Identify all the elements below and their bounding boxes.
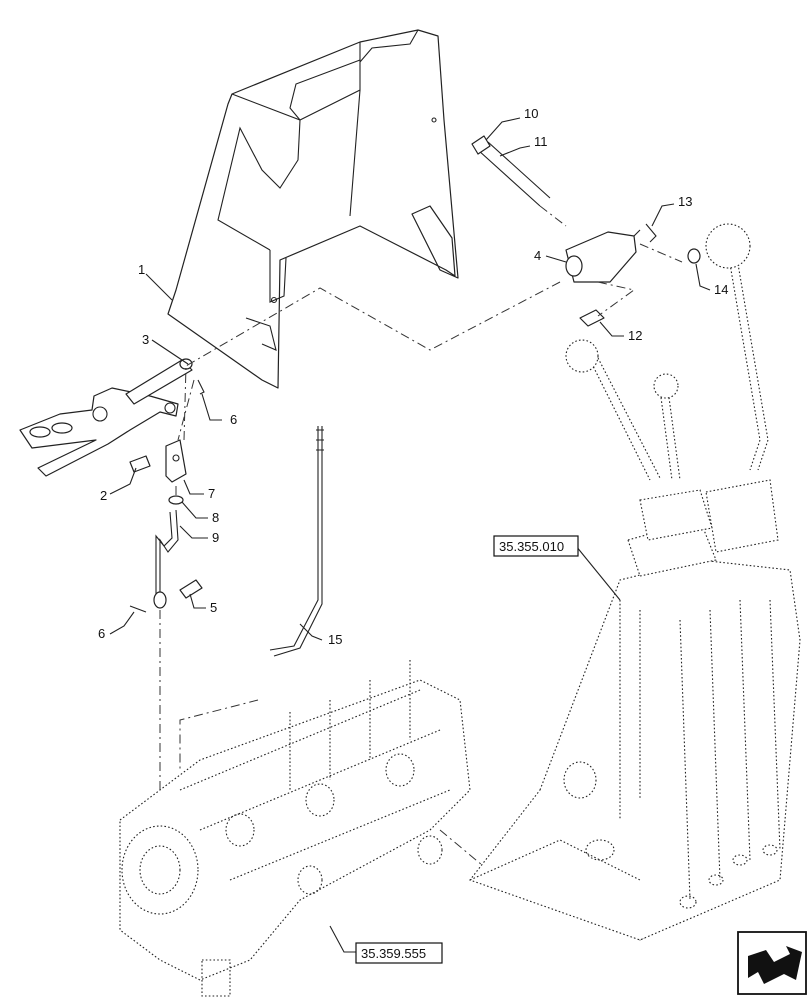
callout-2: 2 [100, 488, 107, 503]
next-page-arrow-icon[interactable] [737, 931, 807, 995]
callout-4: 4 [534, 248, 541, 263]
callout-14: 14 [714, 282, 728, 297]
callout-10: 10 [524, 106, 538, 121]
pin-2 [129, 455, 151, 473]
ref-35-359-555[interactable]: 35.359.555 [355, 942, 443, 964]
joystick-parts [471, 135, 701, 327]
callout-13: 13 [678, 194, 692, 209]
pedal-bracket [19, 358, 193, 477]
control-console [469, 223, 801, 941]
callout-7: 7 [208, 486, 215, 501]
valve-block [119, 660, 471, 997]
callout-6-lower: 6 [98, 626, 105, 641]
leader-lines [109, 117, 711, 953]
rod-15 [269, 426, 323, 657]
ref-35-355-010[interactable]: 35.355.010 [493, 535, 579, 557]
callout-9: 9 [212, 530, 219, 545]
pin-5 [179, 579, 203, 599]
callout-1: 1 [138, 262, 145, 277]
callout-6-upper: 6 [230, 412, 237, 427]
callout-5: 5 [210, 600, 217, 615]
callout-12: 12 [628, 328, 642, 343]
cover-panel [167, 29, 459, 389]
svg-text:35.359.555: 35.359.555 [361, 946, 426, 961]
callout-8: 8 [212, 510, 219, 525]
callout-11: 11 [534, 134, 548, 149]
split-pin-6b [129, 605, 147, 613]
callout-3: 3 [142, 332, 149, 347]
callout-15: 15 [328, 632, 342, 647]
rod-9 [155, 509, 179, 596]
nut-8 [168, 495, 184, 505]
svg-text:35.355.010: 35.355.010 [499, 539, 564, 554]
split-pin-6a [197, 379, 205, 395]
